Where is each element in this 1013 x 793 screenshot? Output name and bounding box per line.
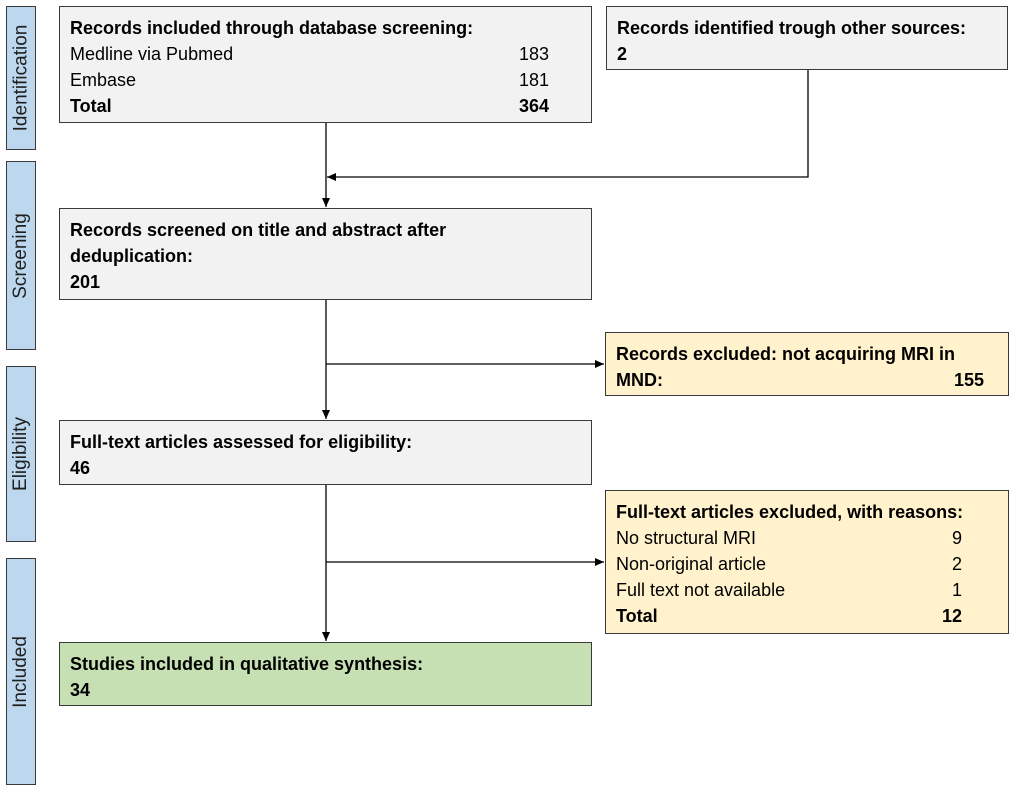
excluded-mri-row: MND: 155	[616, 367, 998, 393]
stage-eligibility: Eligibility	[6, 366, 36, 542]
db-row-medline-label: Medline via Pubmed	[70, 44, 234, 64]
fulltext-assessed-value: 46	[70, 458, 91, 478]
excl-row-fulltext-label: Full text not available	[616, 580, 786, 600]
fulltext-excluded-box: Full-text articles excluded, with reason…	[605, 490, 1009, 634]
db-row-total: Total 364	[70, 93, 581, 119]
included-box: Studies included in qualitative synthesi…	[59, 642, 592, 706]
excl-row-fulltext-value: 1	[951, 580, 962, 600]
db-row-total-label: Total	[70, 96, 112, 116]
screened-box: Records screened on title and abstract a…	[59, 208, 592, 300]
excluded-mri-title-line1: Records excluded: not acquiring MRI in	[616, 344, 956, 364]
fulltext-assessed-box: Full-text articles assessed for eligibil…	[59, 420, 592, 485]
included-title: Studies included in qualitative synthesi…	[70, 654, 424, 674]
excl-row-total-value: 12	[941, 606, 962, 626]
screened-title-line2: deduplication:	[70, 246, 193, 266]
excluded-mri-value: 155	[953, 370, 984, 390]
excluded-mri-box: Records excluded: not acquiring MRI in M…	[605, 332, 1009, 396]
arrow-other-sources-to-merge	[327, 70, 809, 181]
excl-row-structural: No structural MRI 9	[616, 525, 998, 551]
excl-row-nonoriginal-value: 2	[951, 554, 962, 574]
screened-title-line1: Records screened on title and abstract a…	[70, 220, 447, 240]
other-sources-box: Records identified trough other sources:…	[606, 6, 1008, 70]
excluded-mri-title-line2: MND:	[616, 370, 663, 390]
screened-value: 201	[70, 272, 101, 292]
excl-row-structural-value: 9	[951, 528, 962, 548]
db-screening-title: Records included through database screen…	[70, 18, 474, 38]
excl-row-nonoriginal: Non-original article 2	[616, 551, 998, 577]
fulltext-assessed-title: Full-text articles assessed for eligibil…	[70, 432, 413, 452]
excl-row-fulltext: Full text not available 1	[616, 577, 998, 603]
stage-included-shape	[6, 558, 36, 785]
other-sources-value: 2	[617, 44, 628, 64]
db-row-embase-value: 181	[518, 70, 549, 90]
stage-identification-shape	[6, 6, 36, 150]
stage-eligibility-shape	[6, 366, 36, 542]
other-sources-title: Records identified trough other sources:	[617, 18, 967, 38]
db-row-embase: Embase 181	[70, 67, 581, 93]
stage-screening-shape	[6, 161, 36, 350]
excl-row-structural-label: No structural MRI	[616, 528, 757, 548]
db-row-medline: Medline via Pubmed 183	[70, 41, 581, 67]
included-value: 34	[70, 680, 91, 700]
stage-screening: Screening	[6, 161, 36, 350]
db-row-medline-value: 183	[518, 44, 549, 64]
db-row-embase-label: Embase	[70, 70, 137, 90]
fulltext-excluded-title: Full-text articles excluded, with reason…	[616, 502, 964, 522]
stage-included: Included	[6, 558, 36, 785]
db-row-total-value: 364	[518, 96, 549, 116]
excl-row-nonoriginal-label: Non-original article	[616, 554, 767, 574]
stage-identification: Identification	[6, 6, 36, 150]
excl-row-total-label: Total	[616, 606, 658, 626]
db-screening-box: Records included through database screen…	[59, 6, 592, 123]
excl-row-total: Total 12	[616, 603, 998, 629]
